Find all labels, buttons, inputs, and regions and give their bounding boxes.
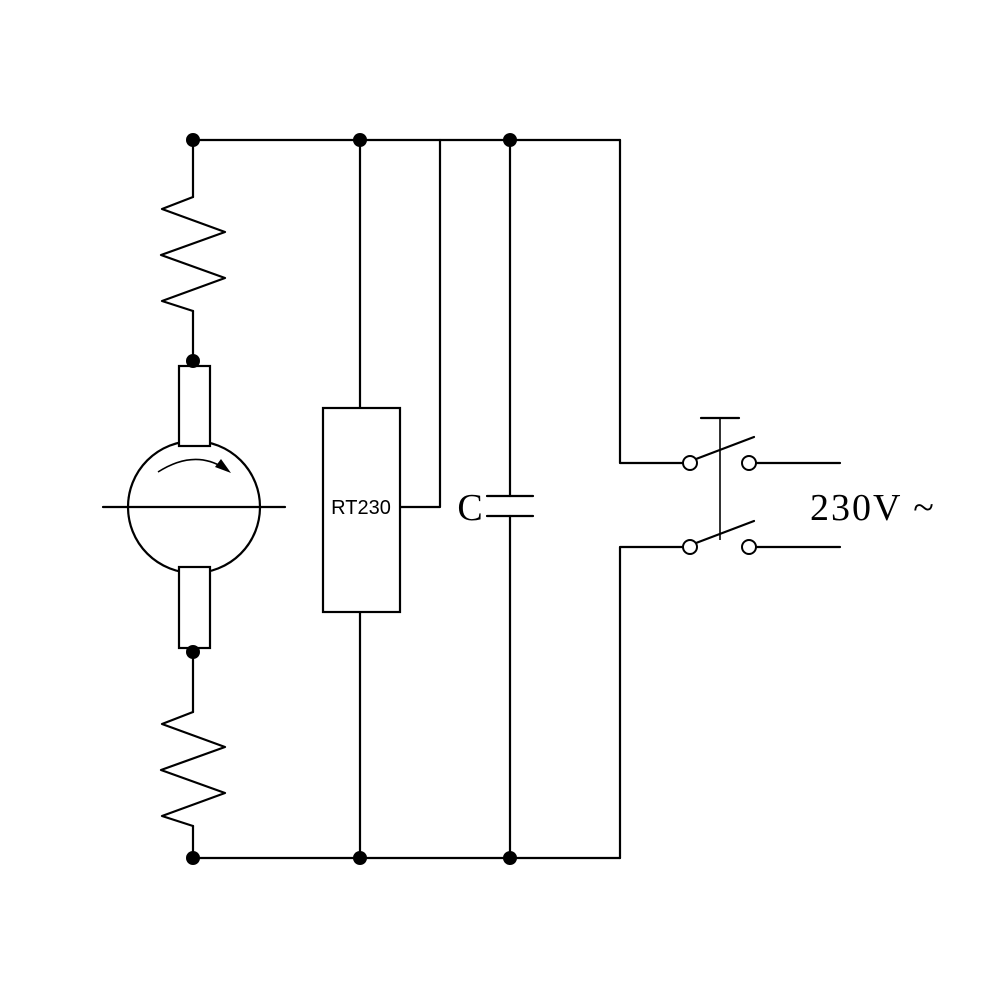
wire-right-lower [618,545,685,860]
protector-box [321,406,402,614]
switch-blade-lower [694,519,756,545]
wire-right-upper [618,138,685,465]
junction-dot [186,354,200,368]
switch-blade-upper [694,435,756,461]
resistor-upper [159,195,227,313]
rotation-arrowhead [215,459,231,473]
junction-dot [503,133,517,147]
junction-dot [186,645,200,659]
junction-dots [186,133,517,865]
capacitor-symbol: C [457,487,535,529]
switch-contact-lower-left [682,539,698,555]
junction-dot [186,851,200,865]
switch-contact-lower-right [741,539,757,555]
wiring [159,138,842,860]
brush-lower [177,565,212,650]
junction-dot [503,851,517,865]
resistor-lower [159,710,227,828]
junction-dot [353,133,367,147]
motor-symbol [101,364,287,650]
switch-contact-upper-left [682,455,698,471]
junction-dot [186,133,200,147]
capacitor-label: C [457,487,482,529]
brush-upper [177,364,212,448]
thermal-protector: RT230 [321,406,402,614]
supply-label: 230V ~ [810,487,936,529]
switch-contact-upper-right [741,455,757,471]
protector-label: RT230 [331,497,391,519]
double-pole-switch [682,416,757,555]
wire-protector-side [398,138,442,509]
rotation-arrow-icon [157,458,231,473]
junction-dot [353,851,367,865]
